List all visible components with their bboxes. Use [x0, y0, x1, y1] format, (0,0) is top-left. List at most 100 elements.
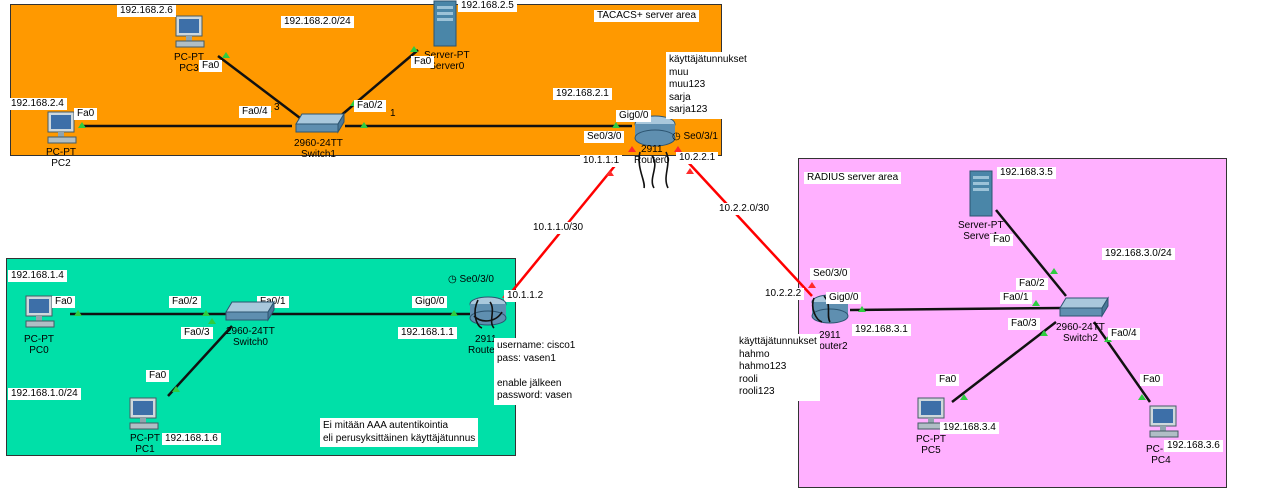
- router2-ip-s0: 10.2.2.2: [762, 288, 805, 300]
- link-pc5-switch2: [951, 321, 1057, 403]
- switch2-device[interactable]: [1058, 296, 1110, 320]
- server1-device[interactable]: [968, 170, 994, 218]
- switch1-port-1: 1: [390, 108, 396, 119]
- pc-icon: [25, 295, 55, 328]
- switch1-port-fa0-4: Fa0/4: [239, 106, 271, 118]
- link-router2-switch2: [849, 306, 1063, 312]
- switch0-port-fa0-3: Fa0/3: [181, 327, 213, 339]
- router0-ip-s1: 10.2.2.1: [676, 152, 719, 164]
- router0-ip-gig: 192.168.2.1: [553, 88, 612, 100]
- link-pc4-switch2: [1092, 321, 1152, 403]
- switch1-port-fa0-2: Fa0/2: [354, 100, 386, 112]
- pc2-ip: 192.168.2.4: [8, 98, 67, 110]
- network-192-168-2: 192.168.2.0/24: [281, 16, 354, 28]
- router-icon: [634, 115, 676, 189]
- clock-icon: ◷: [448, 274, 457, 285]
- pc5-device[interactable]: [912, 396, 952, 434]
- router1-device[interactable]: [466, 294, 510, 334]
- router0-ip-s0: 10.1.1.1: [580, 155, 623, 167]
- switch2-port-fa0-3: Fa0/3: [1008, 318, 1040, 330]
- pc1-port: Fa0: [146, 370, 170, 382]
- radius-credentials-note: käyttäjätunnukset hahmo hahmo123 rooli r…: [736, 334, 820, 401]
- router0-port-se0-3-0: Se0/3/0: [584, 131, 625, 143]
- router0-port-se0-3-1: ◷ Se0/3/1: [672, 131, 718, 142]
- server-icon: [433, 0, 457, 47]
- pc3-ip: 192.168.2.6: [117, 5, 176, 17]
- tacacs-area-label: TACACS+ server area: [594, 10, 700, 22]
- link-pc1-switch0: [167, 325, 233, 397]
- server0-port: Fa0: [411, 56, 435, 68]
- pc5-port: Fa0: [936, 374, 960, 386]
- switch1-port-3: 3: [274, 102, 280, 113]
- pc0-ip: 192.168.1.4: [8, 270, 67, 282]
- pc4-ip: 192.168.3.6: [1164, 440, 1223, 452]
- router1-credentials-note: username: cisco1 pass: vasen1 enable jäl…: [494, 338, 579, 405]
- server-icon: [969, 170, 993, 217]
- pc-icon: [47, 111, 77, 144]
- switch1-device[interactable]: [294, 112, 346, 136]
- router0-device[interactable]: [632, 112, 678, 192]
- switch2-port-fa0-2: Fa0/2: [1016, 278, 1048, 290]
- switch0-device[interactable]: [224, 300, 276, 324]
- link-router0-router1: [499, 161, 619, 307]
- pc2-port: Fa0: [74, 108, 98, 120]
- pc-icon: [917, 397, 947, 430]
- router1-port-gig0-0: Gig0/0: [412, 296, 448, 308]
- router-icon: [469, 296, 507, 329]
- link-server1-switch2: [995, 209, 1067, 297]
- pc1-device[interactable]: [124, 396, 164, 434]
- server1-port: Fa0: [990, 234, 1014, 246]
- switch2-port-fa0-1: Fa0/1: [1000, 292, 1032, 304]
- pc5-ip: 192.168.3.4: [940, 422, 999, 434]
- network-192-168-3: 192.168.3.0/24: [1102, 248, 1175, 260]
- pc0-port: Fa0: [52, 296, 76, 308]
- router1-ip-gig: 192.168.1.1: [398, 327, 457, 339]
- wan1-network: 10.1.1.0/30: [530, 222, 587, 234]
- router2-port-se0-3-0: Se0/3/0: [810, 268, 851, 280]
- pc3-device[interactable]: [170, 14, 210, 52]
- link-router0-router2: [685, 159, 813, 297]
- link-pc3-switch1: [217, 55, 301, 119]
- pc3-port: Fa0: [199, 60, 223, 72]
- pc4-device[interactable]: [1144, 404, 1184, 442]
- pc-icon: [129, 397, 159, 430]
- pc-icon: [1149, 405, 1179, 438]
- pc0-device[interactable]: [20, 294, 60, 332]
- network-192-168-1: 192.168.1.0/24: [8, 388, 81, 400]
- server0-device[interactable]: [432, 0, 458, 48]
- link-server0-switch1: [337, 49, 419, 119]
- router0-port-gig0-0: Gig0/0: [616, 110, 652, 122]
- switch-icon: [1059, 296, 1109, 318]
- tacacs-server-area: [10, 4, 722, 156]
- lan1-auth-note: Ei mitään AAA autentikointia eli perusyk…: [320, 418, 479, 447]
- wan2-network: 10.2.2.0/30: [716, 203, 773, 215]
- server1-ip: 192.168.3.5: [997, 167, 1056, 179]
- switch-icon: [295, 112, 345, 134]
- switch2-port-fa0-4: Fa0/4: [1108, 328, 1140, 340]
- router1-port-se0-3-0: ◷ Se0/3/0: [448, 274, 494, 285]
- pc1-ip: 192.168.1.6: [162, 433, 221, 445]
- radius-area-label: RADIUS server area: [804, 172, 902, 184]
- server0-ip: 192.168.2.5: [458, 0, 517, 12]
- pc4-port: Fa0: [1140, 374, 1164, 386]
- router2-ip-gig: 192.168.3.1: [852, 324, 911, 336]
- pc-icon: [175, 15, 205, 48]
- switch-icon: [225, 300, 275, 322]
- switch0-port-fa0-2: Fa0/2: [169, 296, 201, 308]
- tacacs-credentials-note: käyttäjätunnukset muu muu123 sarja sarja…: [666, 52, 750, 119]
- clock-icon: ◷: [672, 131, 681, 142]
- pc2-device[interactable]: [42, 110, 82, 148]
